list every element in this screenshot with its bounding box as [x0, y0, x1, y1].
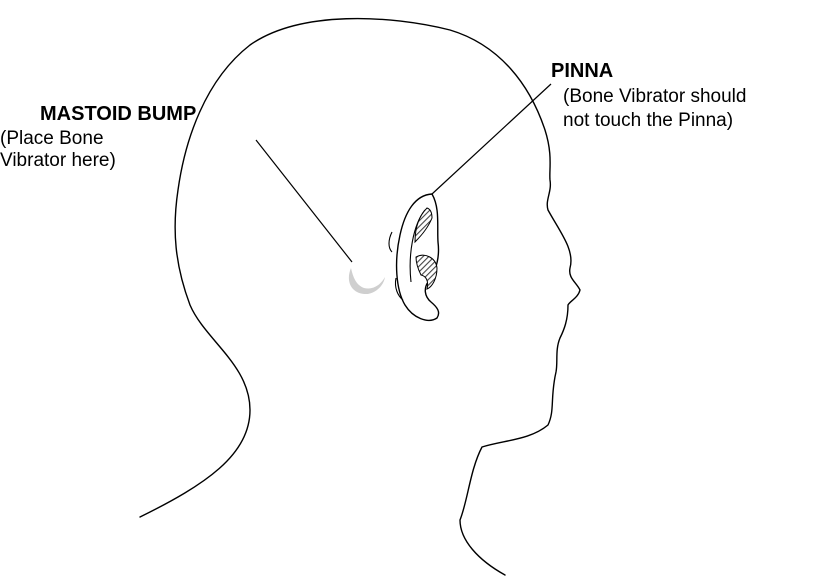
mastoid-note-line1: (Place Bone — [0, 129, 104, 150]
mastoid-note-line2: Vibrator here) — [0, 151, 116, 172]
pinna-leader-line — [432, 84, 551, 194]
mastoid-leader-line — [256, 140, 352, 262]
ear-tragus — [389, 232, 392, 252]
pinna-note-line1: (Bone Vibrator should — [563, 87, 746, 108]
pinna-note-line2: not touch the Pinna) — [563, 111, 733, 132]
head-outline — [140, 19, 580, 575]
mastoid-title: MASTOID BUMP — [40, 103, 196, 125]
pinna-title: PINNA — [551, 60, 613, 82]
mastoid-bump-mark — [349, 268, 385, 294]
